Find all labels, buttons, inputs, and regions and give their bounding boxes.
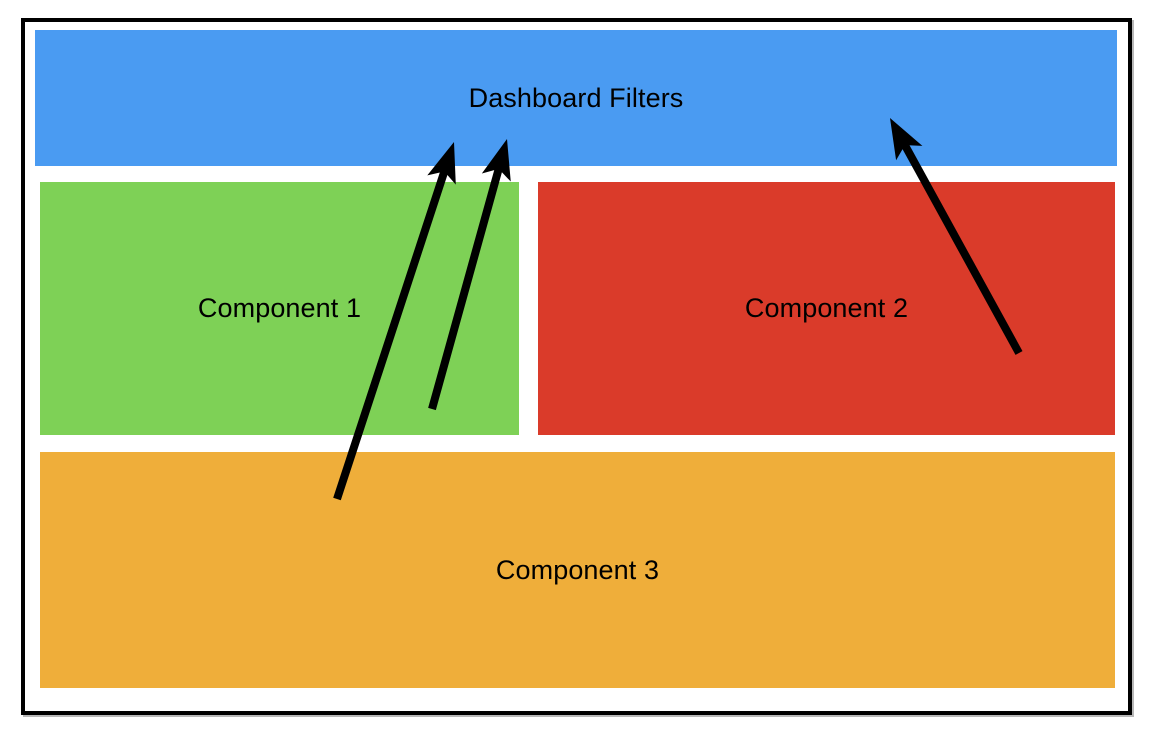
block-component-3-label: Component 3: [495, 554, 660, 585]
block-component-2[interactable]: Component 2: [538, 182, 1115, 435]
block-dashboard-filters-label: Dashboard Filters: [468, 82, 684, 113]
block-component-1[interactable]: Component 1: [40, 182, 519, 435]
block-component-2-label: Component 2: [744, 293, 909, 323]
block-component-3[interactable]: Component 3: [40, 452, 1115, 688]
block-dashboard-filters[interactable]: Dashboard Filters: [35, 30, 1117, 166]
block-component-1-label: Component 1: [197, 293, 362, 323]
